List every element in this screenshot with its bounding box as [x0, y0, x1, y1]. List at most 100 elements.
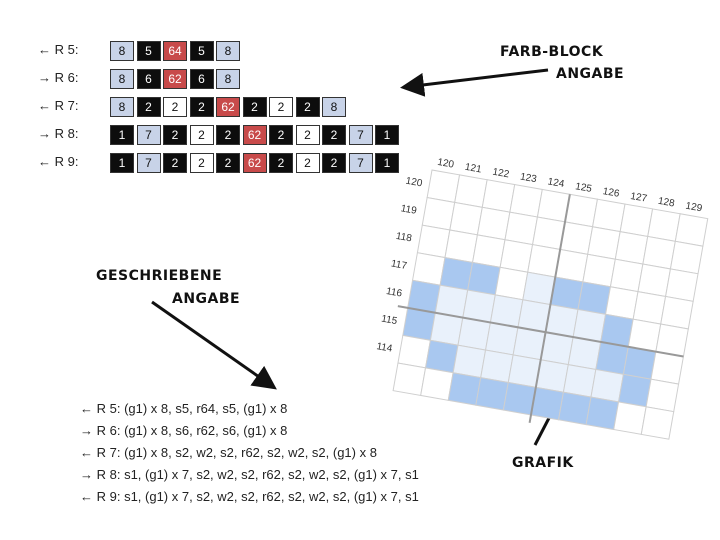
grid-col-label: 126: [602, 186, 621, 200]
grid-cell-filled: [447, 372, 482, 406]
block-cell-blue: 8: [110, 97, 134, 117]
grid-cell-filled: [467, 261, 501, 296]
grid-cell: [426, 169, 461, 204]
block-row-label: → R 6:: [38, 70, 79, 85]
block-cell-black: 2: [189, 97, 214, 117]
grid-cell: [481, 179, 516, 213]
grid-row-label: 114: [376, 341, 394, 355]
block-cell-blue: 7: [348, 153, 373, 173]
block-cell-black: 6: [136, 69, 161, 89]
block-cell-black: 2: [269, 153, 293, 173]
block-cell-red: 62: [163, 69, 187, 89]
block-cell-white: 2: [189, 125, 214, 145]
farb-block-label: FARB-BLOCK: [500, 44, 604, 60]
grid-cell: [411, 252, 446, 286]
block-cell-black: 2: [322, 125, 346, 145]
grid-cell-filled: [585, 396, 620, 431]
block-cell-black: 2: [216, 153, 240, 173]
grid-cell: [640, 406, 675, 440]
grid-cell-filled: [424, 339, 459, 374]
grid-col-label: 122: [492, 167, 511, 181]
block-cell-black: 1: [375, 125, 399, 145]
grid-cell: [444, 229, 479, 264]
grid-row-label: 115: [380, 314, 398, 328]
block-cell-black: 6: [189, 69, 214, 89]
block-cell-blue: 7: [136, 153, 161, 173]
block-cell-blue: 8: [322, 97, 346, 117]
block-row-label: → R 8:: [38, 126, 79, 141]
grid-cell: [421, 196, 456, 231]
grafik-label: GRAFIK: [512, 455, 574, 471]
grid-cell: [642, 235, 676, 270]
block-cell-blue: 7: [136, 125, 161, 145]
block-cell-black: 2: [163, 125, 187, 145]
block-cell-black: 2: [163, 153, 187, 173]
written-row: → R 8: s1, (g1) x 7, s2, w2, s2, r62, s2…: [80, 467, 419, 482]
block-cell-black: 2: [322, 153, 346, 173]
grid-cell: [392, 362, 427, 397]
grid-cell-filled: [439, 257, 474, 291]
grid-cell: [509, 184, 543, 218]
grid-cell: [499, 239, 534, 273]
grid-cell-filled: [475, 377, 509, 411]
block-row-label: ← R 7:: [38, 98, 79, 113]
grid-cell: [592, 198, 626, 233]
geschriebene-label: GESCHRIEBENE: [96, 268, 223, 284]
grid-cell: [471, 234, 506, 268]
grid-col-label: 123: [519, 171, 538, 185]
block-cell-blue: 8: [110, 41, 134, 61]
geschriebene-label-2: ANGABE: [172, 291, 241, 307]
grid-col-label: 125: [574, 181, 593, 195]
block-cell-black: 2: [136, 97, 161, 117]
block-cell-black: 5: [136, 41, 161, 61]
block-cell-red: 64: [163, 41, 187, 61]
block-cell-red: 62: [242, 125, 267, 145]
written-row: ← R 9: s1, (g1) x 7, s2, w2, s2, r62, s2…: [80, 489, 419, 504]
grid-cell: [609, 258, 644, 293]
block-cell-white: 2: [269, 97, 293, 117]
grid-cell: [645, 378, 680, 413]
grid-center-horizontal: [397, 305, 684, 358]
block-cell-white: 2: [163, 97, 187, 117]
grid-cell: [582, 253, 616, 288]
block-cell-black: 2: [242, 97, 267, 117]
block-cell-white: 2: [189, 153, 214, 173]
grid-col-label: 127: [629, 191, 648, 205]
grid-cell: [476, 206, 511, 241]
grid-cell: [449, 201, 483, 236]
block-cell-black: 2: [295, 97, 320, 117]
written-row: ← R 5: (g1) x 8, s5, r64, s5, (g1) x 8: [80, 401, 288, 416]
grid-cell: [674, 213, 709, 247]
grid-row-label: 120: [405, 176, 424, 190]
grid-cell: [454, 174, 488, 208]
farb-block-label-2: ANGABE: [556, 66, 625, 82]
written-row: → R 6: (g1) x 8, s6, r62, s6, (g1) x 8: [80, 423, 288, 438]
block-cell-white: 2: [295, 153, 320, 173]
grid-cell-filled: [617, 373, 652, 408]
arrow-farb-block: [400, 68, 549, 97]
grid-col-label: 124: [547, 176, 566, 190]
block-row-label: ← R 9:: [38, 154, 79, 169]
block-cell-blue: 8: [110, 69, 134, 89]
grid-cell: [647, 208, 681, 242]
block-cell-black: 5: [189, 41, 214, 61]
block-cell-blue: 8: [216, 41, 240, 61]
block-cell-blue: 8: [216, 69, 240, 89]
block-cell-black: 1: [375, 153, 399, 173]
written-row: ← R 7: (g1) x 8, s2, w2, s2, r62, s2, w2…: [80, 445, 377, 460]
grid-cell-filled: [557, 391, 592, 426]
block-cell-black: 1: [110, 125, 134, 145]
grid-cell: [619, 203, 654, 238]
grid-cell: [660, 295, 694, 330]
grid-cell: [669, 240, 704, 275]
grid-col-label: 128: [657, 196, 676, 210]
grid-cell-filled: [562, 364, 597, 398]
block-cell-black: 2: [269, 125, 293, 145]
grid-cell: [416, 224, 451, 259]
grid-cell: [587, 226, 621, 260]
block-cell-black: 1: [110, 153, 134, 173]
grid-cell: [637, 263, 672, 298]
grid-row-label: 117: [390, 258, 408, 272]
grid-center-vertical: [528, 194, 571, 423]
